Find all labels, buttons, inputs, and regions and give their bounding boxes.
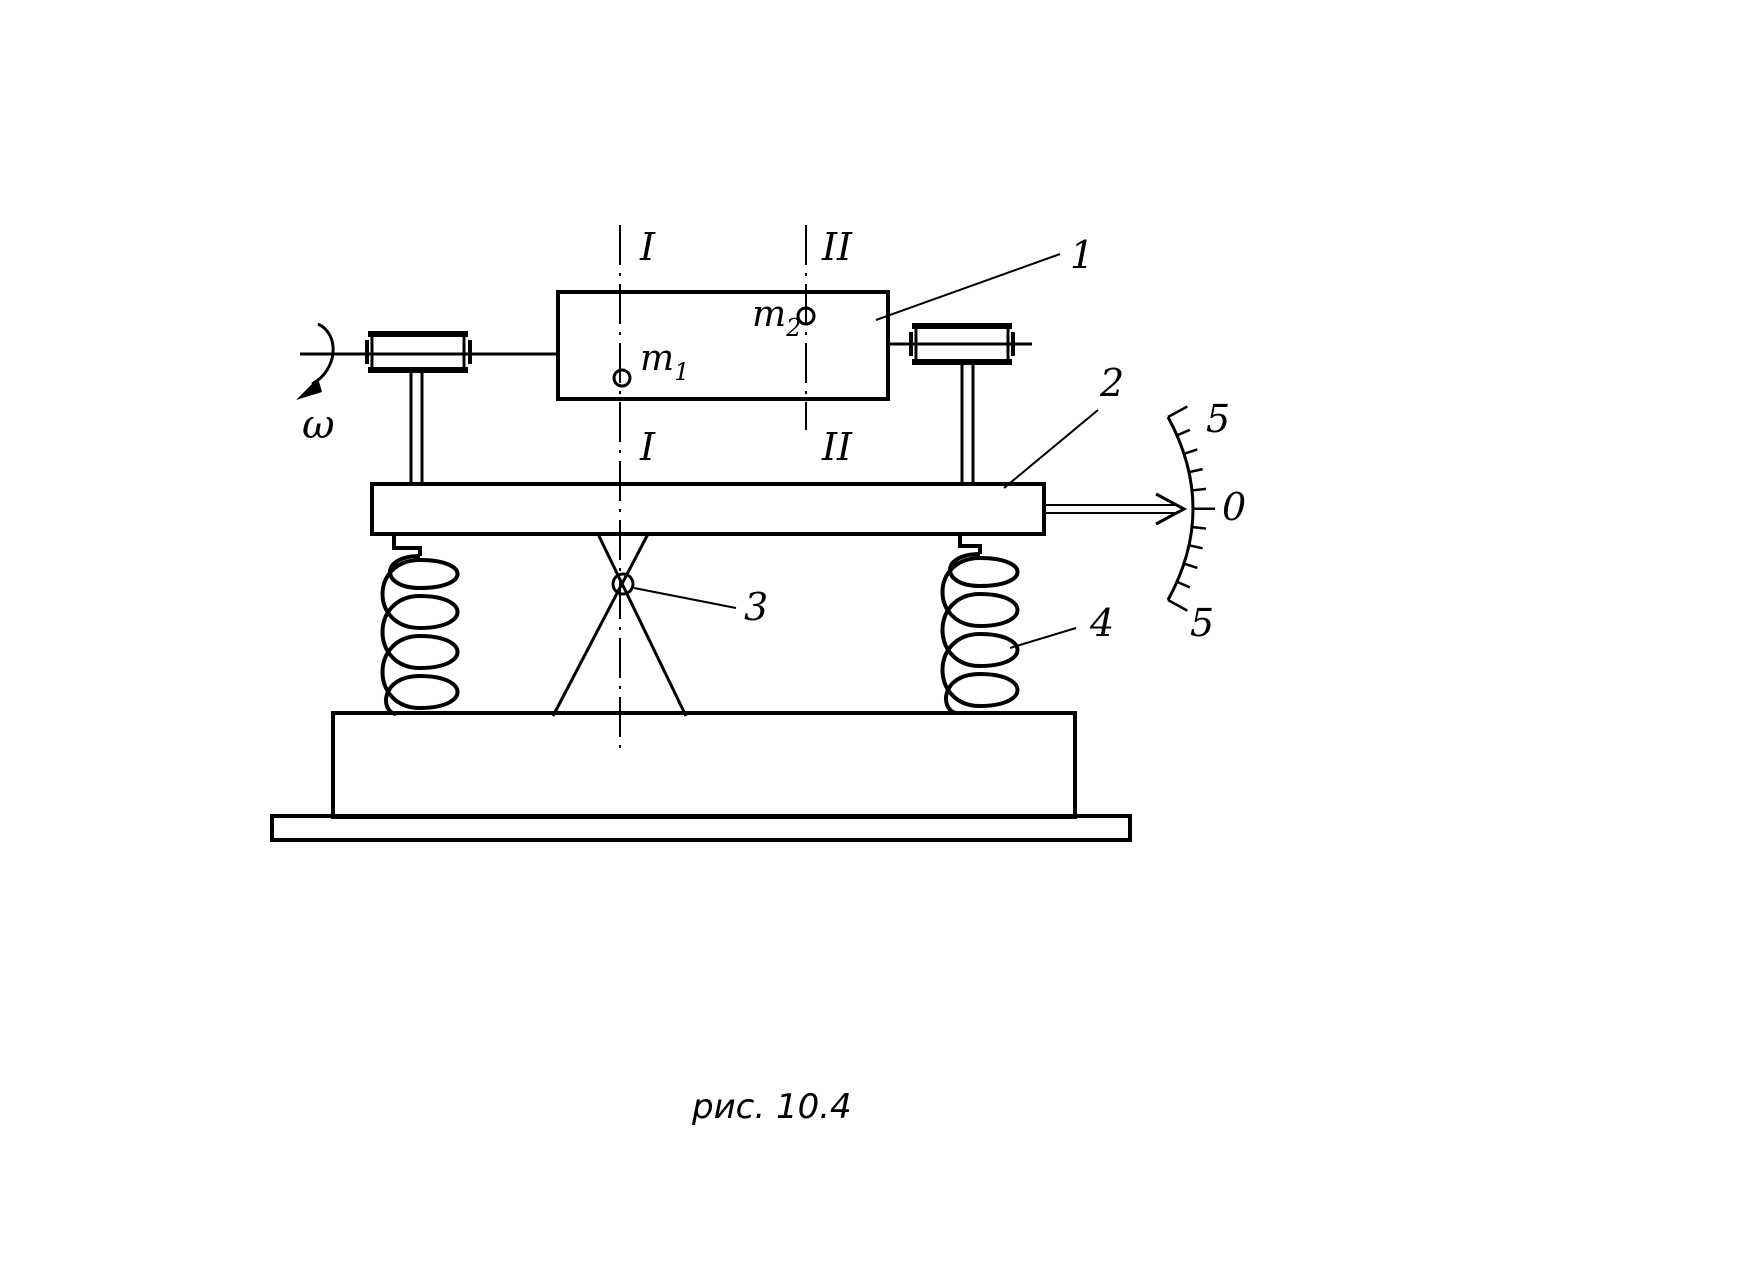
scale-tick	[1188, 467, 1203, 474]
pointer-arrow	[1044, 492, 1188, 526]
scale-tick	[1191, 487, 1207, 492]
rotor	[556, 290, 890, 401]
pivot-support	[551, 533, 688, 717]
scale-tick	[1167, 598, 1188, 612]
mass-m2-label: m2	[752, 294, 801, 342]
scale-tick	[1176, 580, 1191, 589]
section-label-I-top: I	[639, 225, 656, 269]
rotation-arrow-icon	[296, 322, 335, 400]
scale-label-zero: 0	[1222, 485, 1246, 529]
scale-label-top: 5	[1206, 397, 1230, 441]
mass-m2-point	[796, 306, 816, 326]
callout-4-label: 4	[1089, 601, 1114, 645]
scale-tick	[1191, 525, 1207, 530]
figure-caption: рис. 10.4	[691, 1087, 852, 1127]
leader-lines	[633, 253, 1099, 649]
scale-tick	[1183, 562, 1198, 570]
section-label-II-bottom: II	[821, 425, 853, 469]
scale-tick	[1176, 428, 1191, 437]
base	[270, 711, 1132, 842]
scale-tick	[1183, 448, 1198, 455]
mass-m1-label: m1	[640, 338, 689, 386]
callout-1-label: 1	[1070, 233, 1094, 277]
frame	[370, 482, 1046, 536]
spring-left	[380, 534, 460, 716]
spring-right	[940, 534, 1020, 715]
shaft-left	[300, 331, 558, 486]
section-label-II-top: II	[821, 225, 853, 269]
scale-label-bottom: 5	[1190, 601, 1214, 645]
dial-scale	[1166, 405, 1215, 612]
mass-m1-point	[612, 368, 632, 388]
omega-label: ω	[302, 402, 335, 448]
shaft-right	[888, 323, 1032, 484]
callout-2-label: 2	[1099, 361, 1124, 405]
section-label-I-bottom: I	[639, 425, 656, 469]
callout-3-label: 3	[744, 585, 768, 629]
scale-tick	[1188, 544, 1203, 550]
scale-tick	[1167, 405, 1188, 419]
